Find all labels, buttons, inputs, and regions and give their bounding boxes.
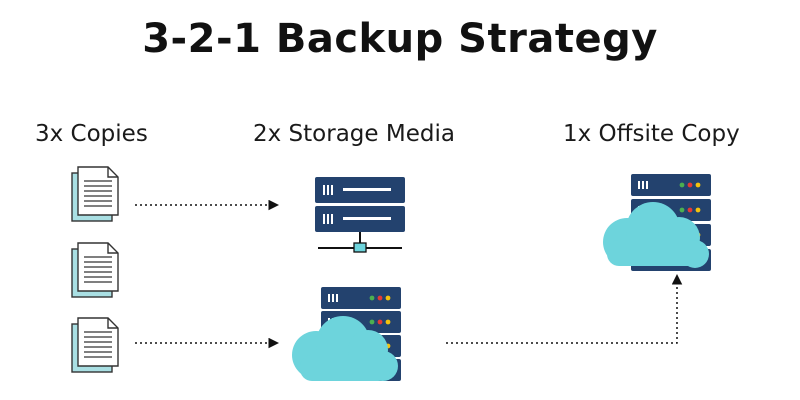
network-icon <box>318 232 402 253</box>
diagram-title: 3-2-1 Backup Strategy <box>142 16 658 62</box>
server-icon <box>315 177 405 232</box>
document-icon <box>71 242 119 298</box>
document-icon <box>71 317 119 373</box>
cloud-icon <box>603 202 709 268</box>
cloud-icon <box>292 316 398 381</box>
heading-offsite-copy: 1x Offsite Copy <box>563 121 740 147</box>
heading-copies: 3x Copies <box>35 121 148 147</box>
arrow-to-offsite <box>446 274 683 344</box>
heading-storage-media: 2x Storage Media <box>253 121 455 147</box>
document-icon <box>71 166 119 222</box>
